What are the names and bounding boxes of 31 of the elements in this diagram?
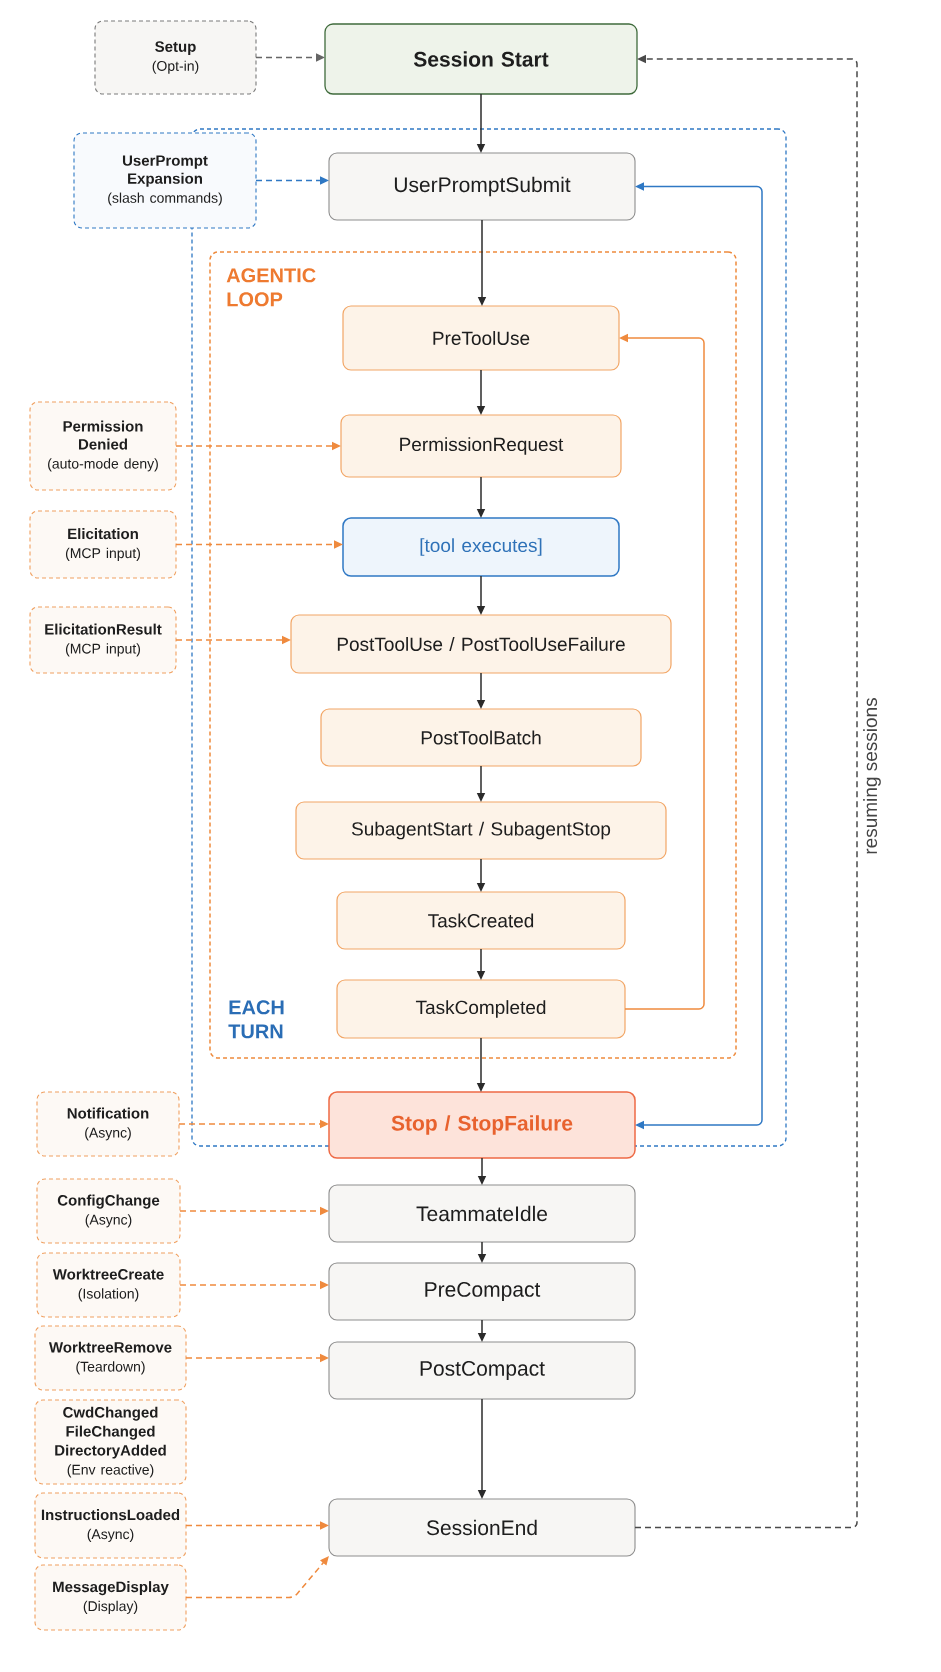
- hook-box: WorktreeCreate (Isolation): [36, 1252, 181, 1318]
- hook-box: ElicitationResult (MCP input): [29, 606, 177, 674]
- region-label: AGENTIC LOOP: [226, 268, 316, 307]
- event-box: PermissionRequest: [340, 414, 622, 478]
- region-label: EACH TURN: [228, 1000, 284, 1039]
- hook-box: Elicitation (MCP input): [29, 510, 177, 579]
- hook-box: Setup (Opt-in): [94, 20, 257, 95]
- start-box: Session Start: [324, 23, 638, 95]
- hook-box: MessageDisplay (Display): [34, 1564, 187, 1631]
- hook-box: ConfigChange (Async): [36, 1178, 181, 1244]
- event-box: PostToolUse / PostToolUseFailure: [290, 614, 672, 674]
- stop-box: Stop / StopFailure: [328, 1091, 636, 1159]
- event-box: TeammateIdle: [328, 1184, 636, 1243]
- event-box: PostToolBatch: [320, 708, 642, 767]
- event-box: TaskCreated: [336, 891, 626, 950]
- event-box: SubagentStart / SubagentStop: [295, 801, 667, 860]
- edge-label: resuming sessions: [861, 695, 883, 857]
- event-box: SessionEnd: [328, 1498, 636, 1557]
- hook-box: Permission Denied (auto-mode deny): [29, 401, 177, 491]
- hook-box: CwdChanged FileChanged DirectoryAdded (Env reactive): [34, 1399, 187, 1485]
- hook-box: InstructionsLoaded (Async): [34, 1492, 187, 1559]
- event-box: PreCompact: [328, 1262, 636, 1321]
- event-box: UserPromptSubmit: [328, 152, 636, 221]
- event-box: PostCompact: [328, 1341, 636, 1400]
- hook-box: UserPrompt Expansion (slash commands): [73, 132, 257, 229]
- execution-box: [tool executes]: [342, 517, 620, 577]
- event-box: TaskCompleted: [336, 979, 626, 1039]
- hook-box: Notification (Async): [36, 1091, 180, 1157]
- event-box: PreToolUse: [342, 305, 620, 371]
- dashed-arrow: [185, 1556, 329, 1599]
- hook-box: WorktreeRemove (Teardown): [34, 1325, 187, 1391]
